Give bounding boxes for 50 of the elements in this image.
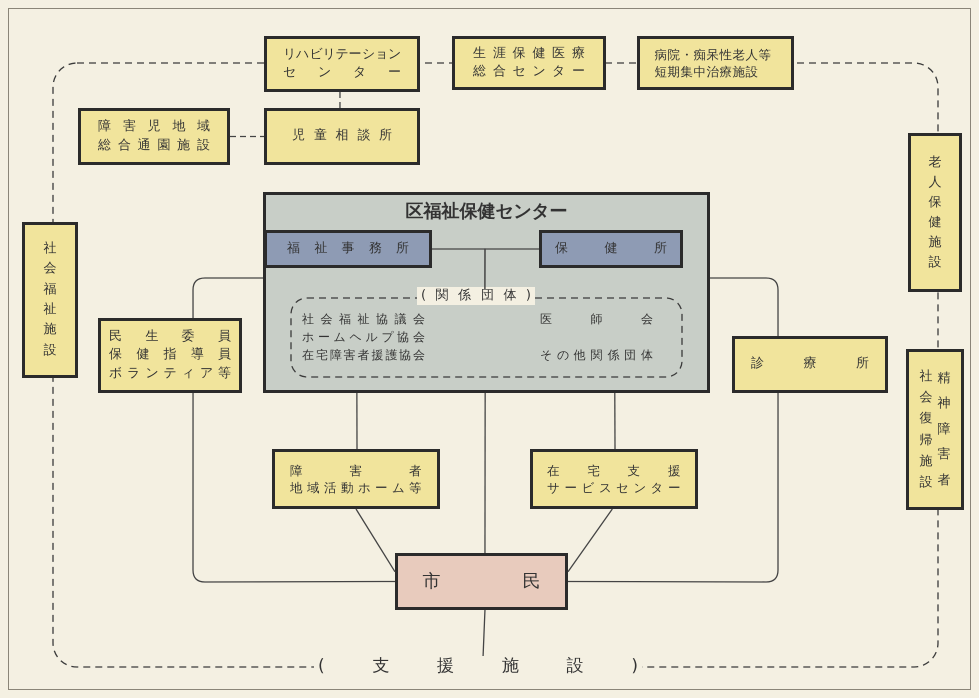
facility-box bbox=[732, 336, 888, 393]
connector-line bbox=[355, 508, 396, 572]
dashed-connector bbox=[230, 136, 264, 138]
member-name: 医師会 bbox=[540, 311, 653, 328]
member-name: ホームヘルプ協会 bbox=[302, 329, 425, 346]
facility-name: 障害児地域総合通園施設 bbox=[98, 118, 210, 154]
connector-line bbox=[192, 277, 263, 318]
facility-name: 児童相談所 bbox=[292, 127, 392, 146]
facility-name: 保健所 bbox=[555, 240, 667, 258]
office-box bbox=[539, 230, 683, 268]
facility-box bbox=[264, 36, 420, 92]
connector-line bbox=[568, 393, 779, 583]
connector-line bbox=[484, 393, 486, 553]
connector-line bbox=[614, 393, 616, 449]
connector-line bbox=[482, 610, 486, 656]
facility-box bbox=[98, 318, 242, 393]
connector-line bbox=[567, 508, 613, 572]
facility-box bbox=[78, 108, 230, 165]
facility-name: リハビリテーションセンター bbox=[283, 46, 401, 82]
connector-line bbox=[356, 393, 358, 449]
dashed-connector bbox=[339, 92, 341, 108]
connector-line bbox=[710, 277, 779, 336]
facility-name: 福祉事務所 bbox=[287, 240, 409, 258]
connector-line bbox=[192, 393, 395, 583]
group-heading: (関係団体) bbox=[417, 287, 535, 306]
facility-name: 市民 bbox=[422, 570, 540, 594]
facility-box bbox=[637, 36, 794, 90]
member-name: 社会福祉協議会 bbox=[302, 311, 425, 328]
facility-box bbox=[272, 449, 440, 509]
office-box bbox=[264, 230, 432, 268]
vertical-facility-box bbox=[22, 222, 78, 378]
member-name: その他関係団体 bbox=[540, 347, 653, 364]
facility-name: 診療所 bbox=[751, 355, 869, 374]
member-name: 在宅障害者援護協会 bbox=[302, 347, 425, 364]
center-box bbox=[263, 192, 710, 393]
connector-line bbox=[484, 248, 539, 289]
facility-name: 病院・痴呆性老人等短期集中治療施設 bbox=[654, 46, 772, 80]
facility-name: 障害者地域活動ホーム等 bbox=[290, 462, 422, 496]
facility-box bbox=[264, 108, 420, 165]
facility-name: 民生委員保健指導員ボランティア等 bbox=[109, 328, 231, 383]
facility-name: 老人保健施設 bbox=[928, 154, 942, 272]
vertical-facility-box bbox=[906, 349, 964, 510]
vertical-facility-box bbox=[908, 133, 962, 292]
facility-box bbox=[530, 449, 698, 509]
center-title: 区福祉保健センター bbox=[404, 200, 568, 224]
facility-name: 社会福祉施設 bbox=[43, 240, 57, 360]
facility-name: 生涯保健医療総合センター bbox=[473, 44, 585, 81]
facility-name: 在宅支援サービスセンター bbox=[547, 462, 681, 496]
facility-box bbox=[452, 36, 606, 90]
citizen-box bbox=[395, 553, 568, 610]
